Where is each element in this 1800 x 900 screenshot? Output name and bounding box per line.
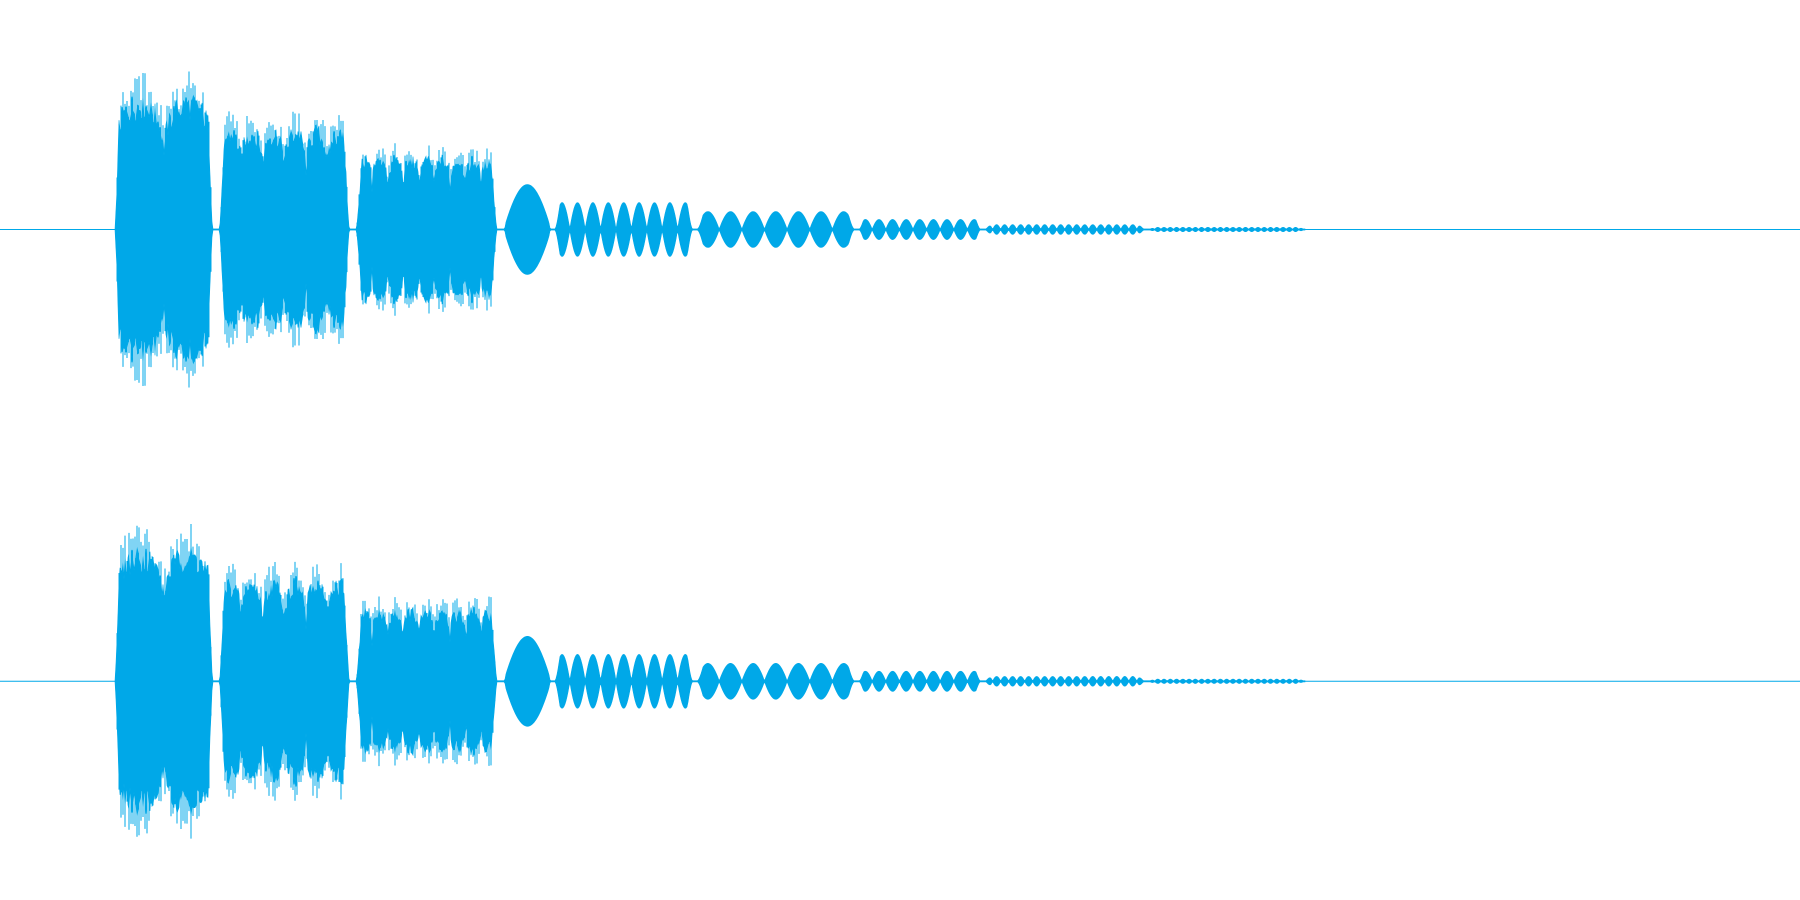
waveform-channels (0, 71, 1800, 839)
channel-1-waveform (114, 92, 1306, 367)
channel-2 (0, 523, 1800, 839)
channel-1-transients (116, 71, 496, 388)
channel-1 (0, 71, 1800, 388)
channel-2-transients (116, 523, 496, 839)
